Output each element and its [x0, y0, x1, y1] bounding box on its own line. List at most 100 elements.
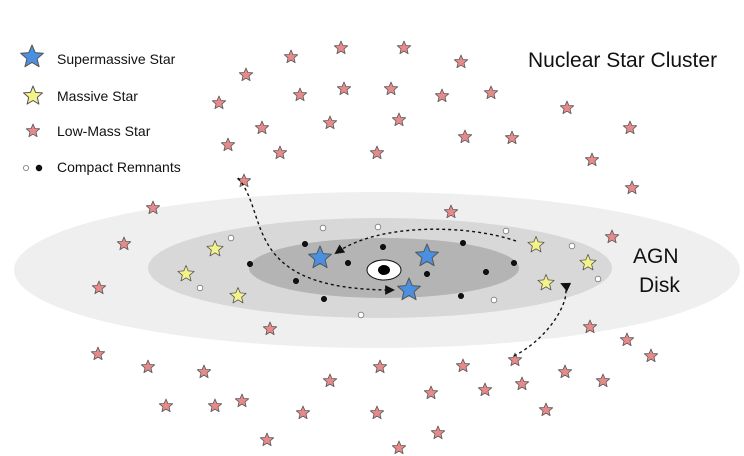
- legend-supermassive-star-icon: [20, 44, 44, 68]
- low-mass-star: [391, 112, 407, 127]
- compact-remnant-dark: [379, 243, 386, 250]
- low-mass-star: [158, 398, 174, 413]
- low-mass-star: [557, 364, 573, 379]
- massive-star: [177, 265, 195, 282]
- compact-remnant-dark: [482, 268, 489, 275]
- legend-remnant-dark-icon: [35, 164, 43, 172]
- compact-remnant-light: [490, 296, 498, 304]
- compact-remnant-light: [502, 227, 510, 235]
- low-mass-star: [234, 393, 250, 408]
- low-mass-star: [369, 405, 385, 420]
- low-mass-star: [619, 332, 635, 347]
- massive-star: [206, 240, 224, 257]
- compact-remnant-light: [357, 311, 365, 319]
- low-mass-star: [477, 382, 493, 397]
- low-mass-star: [624, 180, 640, 195]
- central-black-hole: [378, 265, 390, 275]
- low-mass-star: [295, 405, 311, 420]
- low-mass-star: [396, 40, 412, 55]
- low-mass-star: [423, 385, 439, 400]
- low-mass-star: [582, 319, 598, 334]
- compact-remnant-dark: [423, 270, 430, 277]
- low-mass-star: [507, 352, 523, 367]
- low-mass-star: [196, 364, 212, 379]
- legend-label-supermassive: Supermassive Star: [57, 51, 176, 67]
- low-mass-star: [430, 425, 446, 440]
- compact-remnant-light: [594, 275, 602, 283]
- arrow-inward-right: [513, 282, 572, 357]
- supermassive-star: [415, 243, 439, 267]
- low-mass-star: [369, 145, 385, 160]
- low-mass-star: [272, 145, 288, 160]
- compact-remnant-dark: [459, 239, 466, 246]
- compact-remnants: [196, 223, 602, 319]
- low-mass-star: [259, 432, 275, 447]
- disk-label-line1: AGN: [633, 245, 679, 268]
- low-mass-star: [455, 358, 471, 373]
- compact-remnant-dark: [344, 259, 351, 266]
- compact-remnant-dark: [301, 240, 308, 247]
- low-mass-star: [322, 115, 338, 130]
- migration-arrows: [237, 177, 572, 357]
- supermassive-stars: [308, 243, 439, 301]
- legend-label-low-mass: Low-Mass Star: [57, 123, 151, 139]
- disk-label-line2: Disk: [639, 274, 680, 297]
- massive-star: [579, 254, 597, 271]
- compact-remnant-light: [227, 234, 235, 242]
- massive-star: [229, 287, 247, 304]
- low-mass-star: [391, 440, 407, 455]
- low-mass-star: [372, 359, 388, 374]
- arrow-inward-left: [237, 177, 395, 295]
- massive-star: [537, 274, 555, 291]
- compact-remnant-dark: [510, 259, 517, 266]
- arrow-inner-orbit: [334, 228, 517, 255]
- legend-low-mass-star-icon: [25, 123, 41, 138]
- low-mass-star: [483, 85, 499, 100]
- low-mass-star: [604, 229, 620, 244]
- low-mass-star: [207, 398, 223, 413]
- low-mass-star: [262, 321, 278, 336]
- legend-remnant-light-icon: [22, 164, 29, 171]
- compact-remnant-dark: [320, 295, 327, 302]
- legend-label-massive: Massive Star: [57, 88, 138, 104]
- compact-remnant-light: [568, 242, 576, 250]
- low-mass-star: [322, 373, 338, 388]
- legend-massive-star-icon: [23, 85, 43, 105]
- low-mass-star: [595, 373, 611, 388]
- massive-star: [527, 236, 545, 253]
- low-mass-star: [116, 236, 132, 251]
- supermassive-star: [308, 245, 332, 269]
- low-mass-star: [538, 402, 554, 417]
- low-mass-star: [434, 88, 450, 103]
- low-mass-star: [336, 81, 352, 96]
- low-mass-star: [504, 130, 520, 145]
- low-mass-star: [91, 280, 107, 295]
- compact-remnant-dark: [292, 277, 299, 284]
- low-mass-star: [211, 95, 227, 110]
- compact-remnant-light: [374, 223, 382, 231]
- compact-remnant-light: [319, 224, 327, 232]
- low-mass-star: [383, 81, 399, 96]
- compact-remnant-dark: [246, 260, 253, 267]
- diagram-title: Nuclear Star Cluster: [528, 49, 717, 72]
- low-mass-star: [514, 376, 530, 391]
- legend: Supermassive Star Massive Star Low-Mass …: [20, 44, 181, 175]
- low-mass-star: [443, 204, 459, 219]
- low-mass-star: [622, 120, 638, 135]
- low-mass-star: [283, 49, 299, 64]
- low-mass-star: [643, 348, 659, 363]
- low-mass-star: [584, 152, 600, 167]
- low-mass-star: [140, 359, 156, 374]
- supermassive-star: [397, 277, 421, 301]
- low-mass-star: [457, 129, 473, 144]
- low-mass-star: [238, 67, 254, 82]
- low-mass-star: [90, 346, 106, 361]
- compact-remnant-light: [196, 284, 204, 292]
- low-mass-star: [333, 40, 349, 55]
- low-mass-stars: [90, 40, 659, 455]
- low-mass-star: [559, 100, 575, 115]
- low-mass-star: [220, 137, 236, 152]
- low-mass-star: [292, 87, 308, 102]
- low-mass-star: [145, 200, 161, 215]
